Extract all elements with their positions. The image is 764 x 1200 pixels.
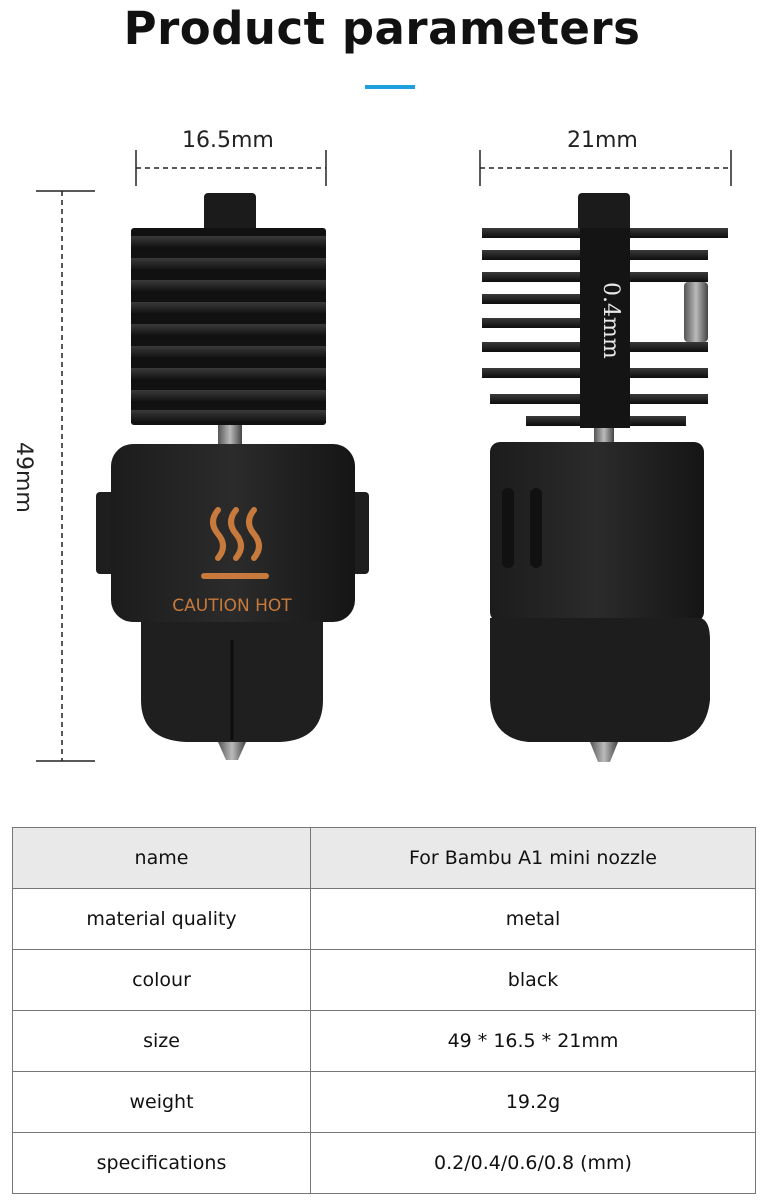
caution-hot-text: CAUTION HOT [172, 596, 292, 616]
param-value: metal [310, 888, 756, 950]
dimension-line-left-width [135, 150, 327, 186]
title-accent-rule [365, 85, 415, 89]
param-value: For Bambu A1 mini nozzle [310, 827, 756, 889]
table-row: colour black [12, 949, 756, 1011]
nozzle-size-mark: 0.4mm [598, 282, 623, 359]
param-label: colour [12, 949, 311, 1011]
table-row: specifications 0.2/0.4/0.6/0.8 (mm) [12, 1132, 756, 1194]
param-label: material quality [12, 888, 311, 950]
param-label: size [12, 1010, 311, 1072]
param-label: specifications [12, 1132, 311, 1194]
param-label: name [12, 827, 311, 889]
nozzle-side-view [482, 193, 728, 762]
nozzle-front-view [96, 193, 369, 760]
product-illustration: CAUTION HOT 0.4mm [36, 150, 732, 762]
heatsink-side [482, 228, 728, 428]
table-row: name For Bambu A1 mini nozzle [12, 827, 756, 889]
width-label-left: 16.5mm [182, 128, 274, 153]
heatsink-front [131, 228, 326, 425]
heat-warning-icon [201, 507, 269, 579]
parameters-table: name For Bambu A1 mini nozzle material q… [12, 827, 756, 1194]
dimension-line-height [36, 190, 95, 762]
dimension-line-right-width [479, 150, 732, 186]
table-row: size 49 * 16.5 * 21mm [12, 1010, 756, 1072]
table-row: weight 19.2g [12, 1071, 756, 1133]
param-value: 19.2g [310, 1071, 756, 1133]
param-label: weight [12, 1071, 311, 1133]
param-value: 0.2/0.4/0.6/0.8 (mm) [310, 1132, 756, 1194]
page-title: Product parameters [123, 2, 641, 55]
param-value: 49 * 16.5 * 21mm [310, 1010, 756, 1072]
width-label-right: 21mm [567, 128, 638, 153]
table-row: material quality metal [12, 888, 756, 950]
param-value: black [310, 949, 756, 1011]
